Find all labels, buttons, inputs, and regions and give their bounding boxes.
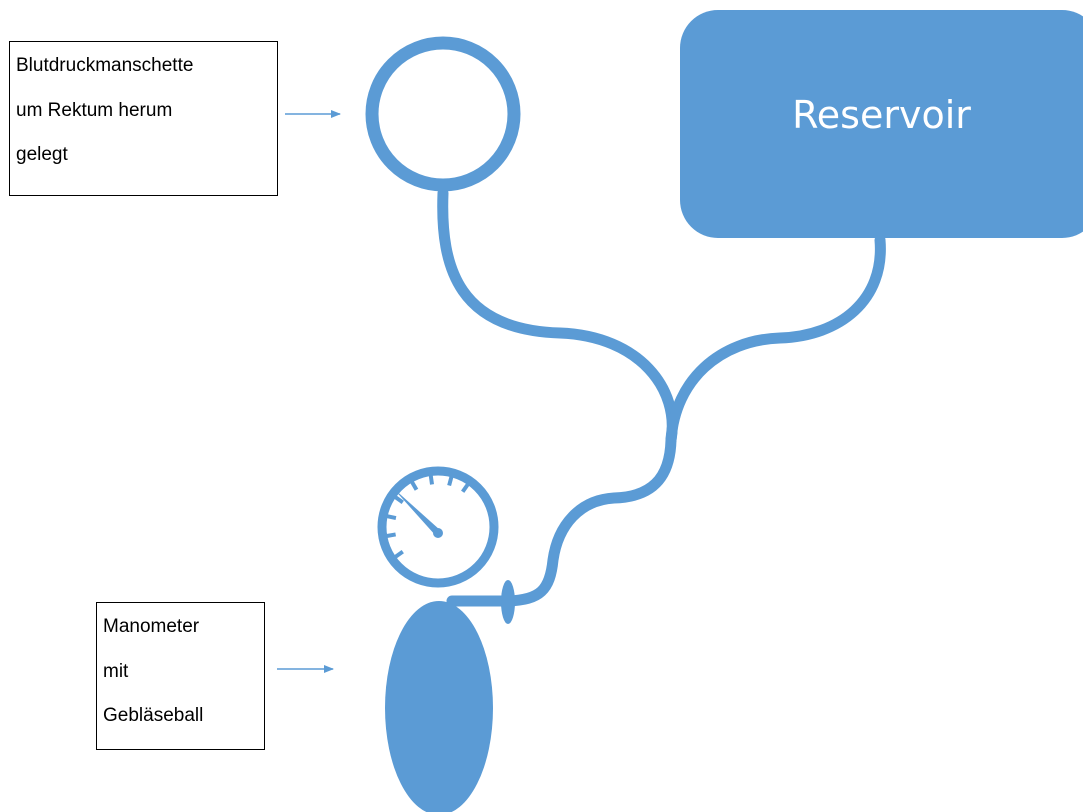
- gauge-tick: [410, 480, 419, 491]
- cuff-label-line-3: gelegt: [16, 144, 68, 166]
- reservoir-block: [680, 10, 1083, 238]
- inflation-bulb-icon: [385, 601, 493, 812]
- tube-cuff-to-junction: [437, 187, 678, 446]
- gauge-tick: [428, 475, 434, 485]
- gauge-tick: [461, 483, 470, 493]
- ring-icon: [365, 36, 521, 192]
- cuff-label-line-2: um Rektum herum: [16, 99, 173, 121]
- cuff-label-box: Blutdruckmanschette um Rektum herum gele…: [9, 41, 278, 196]
- valve-icon: [501, 580, 515, 624]
- manometer-label-line-3: Gebläseball: [103, 705, 204, 727]
- manometer-label-line-1: Manometer: [103, 616, 200, 637]
- gauge-tick: [394, 550, 404, 559]
- tube-junction-to-gauge: [502, 434, 677, 607]
- tube-reservoir-to-junction: [665, 234, 886, 446]
- gauge-tick: [386, 514, 397, 521]
- cuff-label-line-1: Blutdruckmanschette: [16, 55, 194, 76]
- manometer-label-line-2: mit: [103, 660, 129, 682]
- gauge-tick: [386, 532, 397, 538]
- reservoir-label: Reservoir: [792, 93, 971, 137]
- pressure-gauge-icon: [377, 466, 499, 588]
- gauge-tick: [447, 476, 454, 486]
- gauge-tick: [394, 495, 404, 504]
- manometer-label-box: Manometer mit Gebläseball: [96, 602, 265, 750]
